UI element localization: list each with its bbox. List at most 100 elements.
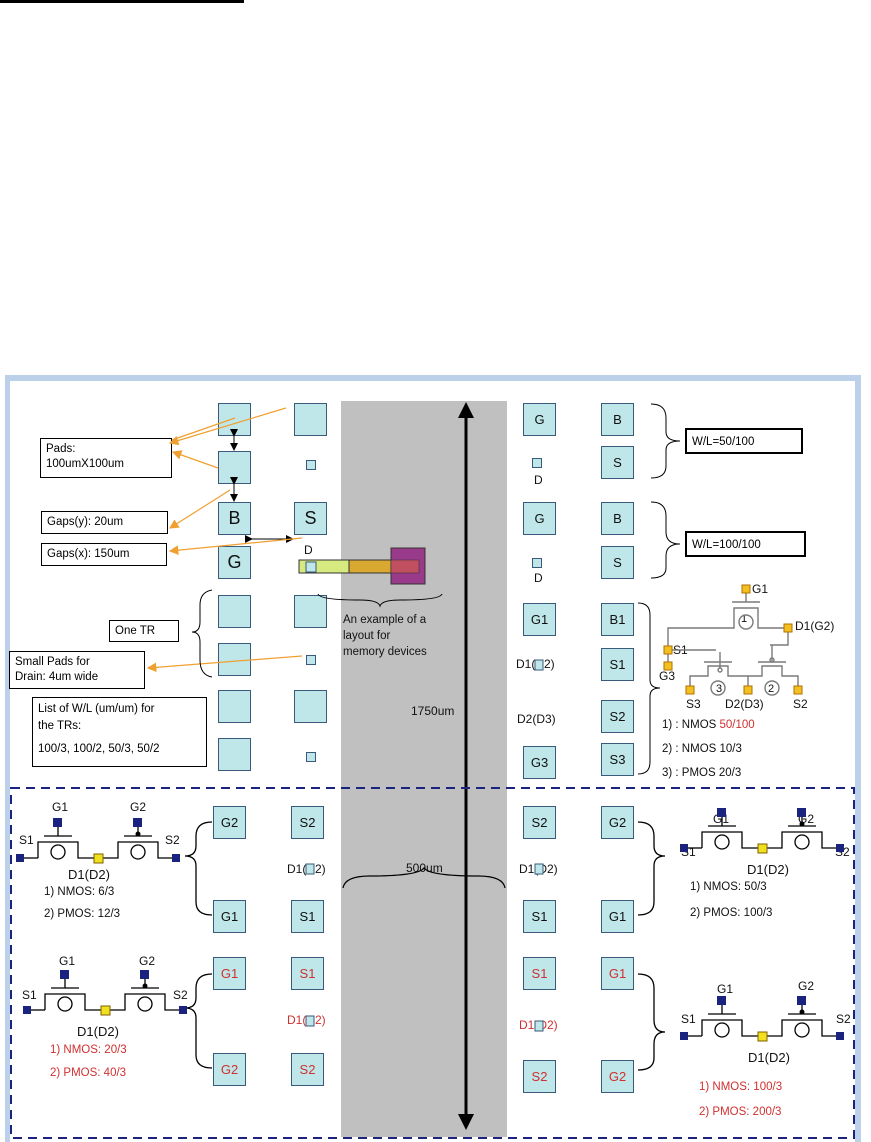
- pad-c4-r6: S1: [601, 648, 634, 681]
- cc-g2: G2: [139, 954, 156, 968]
- pad-c4-r7: S2: [601, 700, 634, 733]
- cc-s2: S2: [173, 988, 188, 1002]
- pad-c2-r7: [294, 690, 327, 723]
- cb-t2-body: [766, 831, 838, 849]
- gray-channel-region: [341, 401, 507, 1137]
- pad-c3-r10: S1: [523, 900, 556, 933]
- cc-s1-terminal: [23, 1006, 31, 1014]
- cb-g1-terminal: [717, 808, 726, 817]
- pad-c3-r8: G3: [523, 746, 556, 779]
- pad-c1-r3: B: [218, 502, 251, 535]
- height-dimension: 1750um: [411, 704, 455, 718]
- cc-spec1: 1) NMOS: 20/3: [50, 1044, 127, 1056]
- pad-c4-r5: B1: [601, 603, 634, 636]
- pads-callout-line2: 100umX100um: [46, 458, 124, 470]
- ca-t1-circle: [50, 844, 66, 860]
- ca-t2-circle: [130, 844, 146, 860]
- cd-t1-body: [701, 1019, 760, 1037]
- c3-spec-1: 1) : NMOS 50/100: [662, 717, 755, 734]
- pads-callout-line1: Pads:: [46, 443, 76, 455]
- pad-c2-r9: S2: [291, 806, 324, 839]
- pad-c1-r7: [218, 690, 251, 723]
- drain-label-1: D: [534, 473, 543, 487]
- c3-d2d3: D2(D3): [725, 697, 764, 711]
- wl-list-line2: the TRs:: [38, 720, 82, 732]
- c3-g3: G3: [659, 669, 676, 683]
- wl-list-callout: List of W/L (um/um) for the TRs: 100/3, …: [32, 697, 207, 767]
- ca-t1-body: [37, 841, 96, 859]
- pad-c2-r3: S: [294, 502, 327, 535]
- c3-brace: [637, 602, 661, 775]
- small-pad-c3-r2: [532, 458, 542, 468]
- ca-spec2: 2) PMOS: 12/3: [44, 908, 121, 920]
- c3-spec-1-prefix: 1) : NMOS: [662, 719, 720, 731]
- layout-example-line1: An example of a: [343, 614, 427, 626]
- cb-d: D1(D2): [747, 862, 789, 877]
- drain-label-d2d3: D2(D3): [517, 712, 556, 726]
- cc-t1-circle: [57, 996, 73, 1012]
- ca-g2: G2: [130, 800, 147, 814]
- cb-g2-terminal: [797, 808, 806, 817]
- pad-c4-r1: B: [601, 403, 634, 436]
- c3-spec-3: 3) : PMOS 20/3: [662, 767, 742, 779]
- cb-t2-circle: [794, 834, 810, 850]
- pad-c4-r10: G1: [601, 900, 634, 933]
- pad-c2-r1: [294, 403, 327, 436]
- cb-spec1: 1) NMOS: 50/3: [690, 881, 767, 893]
- cd-g2-terminal: [797, 996, 806, 1005]
- pad-c2-r5: [294, 595, 327, 628]
- cc-t2-bubble: [142, 983, 148, 989]
- c3-spec-1-value: 50/100: [719, 719, 755, 731]
- cd-s2: S2: [836, 1012, 851, 1026]
- ca-s1: S1: [19, 833, 34, 847]
- small-pad-c2-r8: [306, 752, 316, 762]
- pad-c1-r12: G2: [213, 1053, 246, 1086]
- layout-example-graphic: [298, 547, 443, 608]
- cc-g2-terminal: [140, 970, 149, 979]
- pad-c1-r5: [218, 595, 251, 628]
- layout-example-text: An example of a layout for memory device…: [343, 612, 427, 660]
- c3-num-1: 1: [741, 613, 748, 625]
- pad-c4-r11: G1: [601, 957, 634, 990]
- cc-t2-body: [109, 993, 181, 1011]
- cb-spec2: 2) PMOS: 100/3: [690, 907, 773, 919]
- c3-s3: S3: [686, 697, 701, 711]
- c3-s2: S2: [793, 697, 808, 711]
- dashed-regions: [10, 787, 855, 1139]
- pad-c1-r9: G2: [213, 806, 246, 839]
- cd-spec1: 1) NMOS: 100/3: [699, 1081, 783, 1093]
- cd-t2-circle: [794, 1022, 810, 1038]
- cc-t1-body: [44, 993, 103, 1011]
- circuit3-schematic: [667, 592, 799, 696]
- pad-c1-r4: G: [218, 546, 251, 579]
- wl-list-values: 100/3, 100/2, 50/3, 50/2: [38, 743, 160, 755]
- pad-c3-r3: G: [523, 502, 556, 535]
- cd-t2-bubble: [799, 1009, 805, 1015]
- layout-example-line3: memory devices: [343, 646, 427, 658]
- cb-s1-terminal: [680, 844, 688, 852]
- wl-list-line1: List of W/L (um/um) for: [38, 703, 155, 715]
- c3-num-2: 2: [768, 683, 775, 695]
- cc-spec2: 2) PMOS: 40/3: [50, 1067, 127, 1079]
- pad-c3-r5: G1: [523, 603, 556, 636]
- pad-c3-r1: G: [523, 403, 556, 436]
- cd-g2: G2: [798, 979, 815, 993]
- cd-s1-terminal: [680, 1032, 688, 1040]
- layout-example-line2: layout for: [343, 630, 391, 642]
- gap-x-callout: Gaps(x): 150um: [41, 543, 167, 566]
- wl-100-100-callout: W/L=100/100: [685, 531, 806, 557]
- pad-c3-r12: S2: [523, 1060, 556, 1093]
- one-tr-callout: One TR: [109, 620, 179, 642]
- circuit3-terminals: [663, 584, 803, 695]
- pad-c3-r9: S2: [523, 806, 556, 839]
- c3-num-3: 3: [716, 683, 723, 695]
- cb-s2-terminal: [836, 844, 844, 852]
- pad-c2-r12: S2: [291, 1053, 324, 1086]
- cc-drain-terminal: [100, 1005, 111, 1016]
- pad-c2-r11: S1: [291, 957, 324, 990]
- ca-g2-terminal: [133, 818, 142, 827]
- cb-drain-terminal: [757, 843, 768, 854]
- layout-d-label: D: [304, 543, 313, 557]
- cc-d: D1(D2): [77, 1024, 119, 1039]
- cc-g1: G1: [59, 954, 76, 968]
